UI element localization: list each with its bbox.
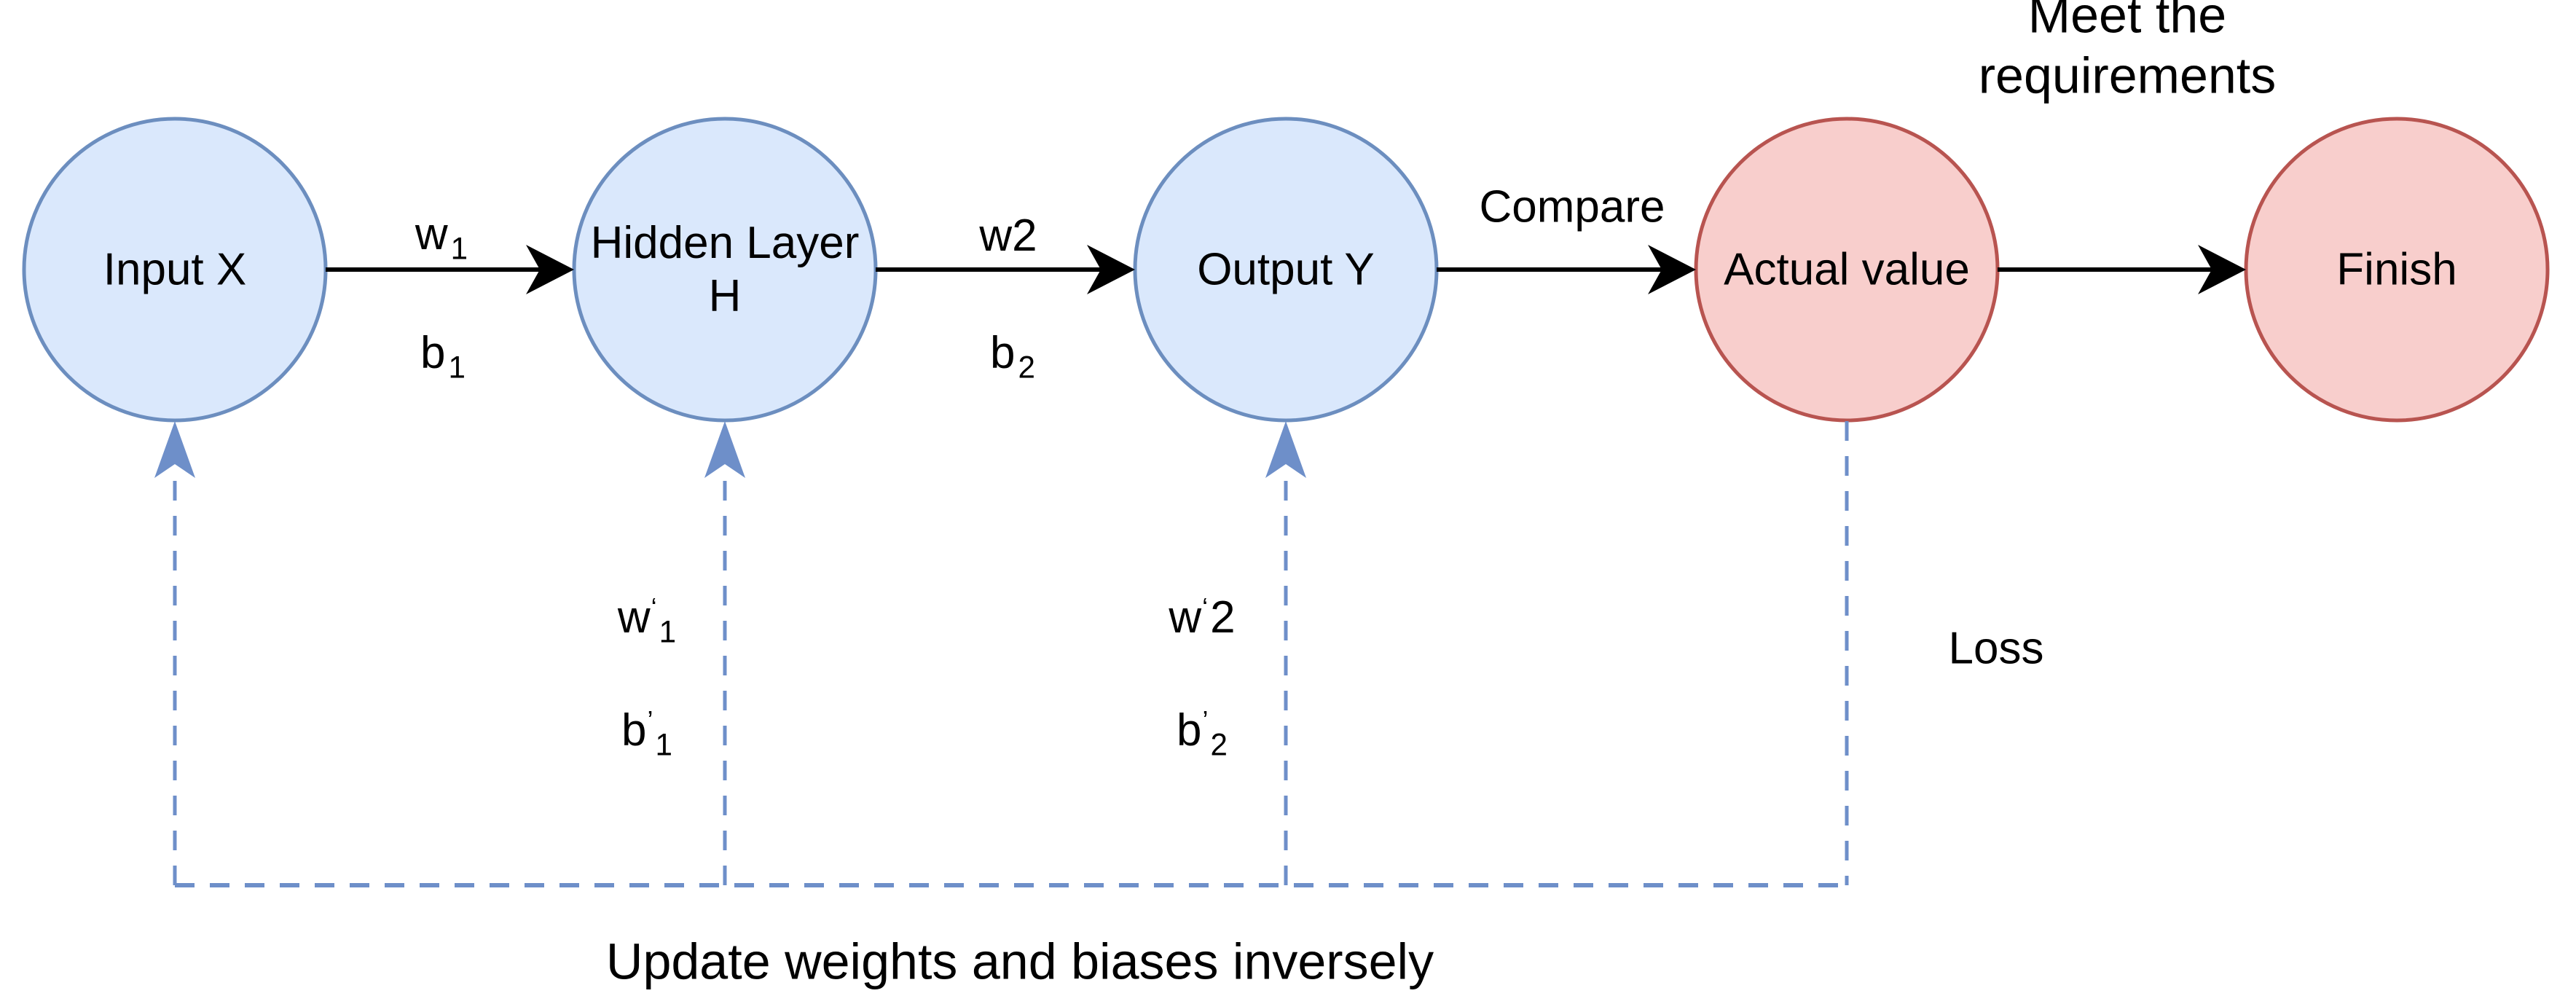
edge-label-b1-base: b (420, 327, 446, 378)
edge-label-w2: w2 (979, 156, 1040, 268)
feedback-label-w2-prime: w‘2 (1169, 538, 1235, 650)
feedback-label-w2-prime-tail: 2 (1210, 592, 1236, 643)
edge-label-w1-sub: 1 (450, 231, 468, 266)
caption-update-weights: Update weights and biases inversely (605, 933, 1434, 990)
feedback-label-b2-prime-base: b (1177, 705, 1202, 756)
feedback-label-w2-prime-mark: ‘ (1202, 592, 1209, 622)
label-loss: Loss (1948, 623, 2044, 674)
arrowhead-input-to-hidden (526, 245, 574, 294)
arrowhead-output-to-actual (1648, 245, 1696, 294)
feedback-arrowhead-output-y (1265, 421, 1306, 478)
edge-label-b1-sub: 1 (448, 350, 466, 385)
edge-label-b2-base: b (990, 327, 1016, 378)
edge-label-w2-base: w2 (979, 210, 1037, 261)
feedback-arrowhead-input-x (154, 421, 195, 478)
node-label-finish: Finish (2336, 244, 2457, 295)
arrowhead-hidden-to-output (1087, 245, 1135, 294)
edge-label-w1-base: w (415, 208, 448, 259)
feedback-label-b2-prime-mark: ’ (1202, 705, 1209, 735)
node-label-hidden-layer: Hidden Layer H (590, 217, 860, 321)
forward-arrows (326, 245, 2246, 294)
feedback-label-w1-prime-sub: 1 (659, 614, 677, 649)
node-label-output-y: Output Y (1197, 244, 1375, 295)
feedback-label-w1-prime-mark: ‘ (651, 592, 657, 622)
edge-label-w1: w1 (415, 154, 468, 267)
feedback-label-b1-prime-base: b (621, 705, 647, 756)
node-label-input-x: Input X (103, 244, 247, 295)
feedback-path (154, 421, 1849, 887)
feedback-label-b2-prime-sub: 2 (1210, 727, 1228, 762)
edge-label-b2-sub: 2 (1018, 350, 1035, 385)
feedback-label-w1-prime: w‘1 (618, 538, 676, 650)
caption-meet-requirements: Meet the requirements (1978, 0, 2277, 103)
arrowhead-actual-to-finish (2198, 245, 2246, 294)
edge-label-b2: b2 (990, 273, 1035, 385)
node-label-actual-value: Actual value (1724, 244, 1970, 295)
feedback-label-b1-prime-mark: ’ (647, 705, 653, 735)
feedback-arrowhead-hidden-layer (704, 421, 745, 478)
feedback-label-b1-prime: b’1 (621, 651, 672, 763)
feedback-label-b2-prime: b’2 (1177, 651, 1228, 763)
feedback-label-w1-prime-base: w (617, 592, 651, 643)
edge-label-compare: Compare (1479, 181, 1665, 232)
edge-label-b1: b1 (420, 273, 466, 385)
feedback-label-w2-prime-base: w (1169, 592, 1202, 643)
feedback-label-b1-prime-sub: 1 (655, 727, 672, 762)
